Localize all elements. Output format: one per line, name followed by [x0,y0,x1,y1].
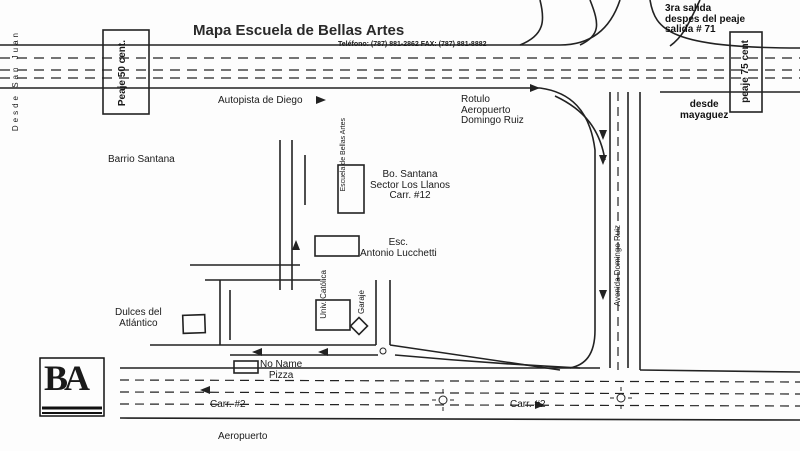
no-name-pizza-label: No Name Pizza [260,359,303,381]
exit-note: 3ra salida despes del peaje salida # 71 [665,3,746,36]
arrow-street-up [292,240,300,250]
highway-top-edge-right [649,0,800,49]
arrow-highway [316,96,326,104]
street-diagonal-to-carr2 [394,354,581,369]
exit-ramp-outer [539,87,596,369]
pizza-line-1: No Name [260,359,303,370]
pizza-line-2: Pizza [268,369,294,381]
carr2-top-edge-right [639,369,800,373]
building-univ [315,299,351,331]
arrow-pizza-street [252,348,262,356]
dulces-line-1: Dulces del [115,307,162,318]
toll-right-label: peaje 75 cent [740,40,751,103]
dulces-line-2: Atlántico [119,317,158,329]
logo-letters: BA [44,358,90,398]
antonio-line: Antonio Lucchetti [360,247,437,259]
aeropuerto-bottom-label: Aeropuerto [218,431,268,442]
carr2-label-left: Carr. #2 [210,399,246,410]
catolica-word: Católica [319,270,328,299]
rotulo-line-3: Domingo Ruiz [461,115,524,126]
exit-note-line-2: despes del peaje [665,13,746,25]
barrio-santana-label: Barrio Santana [108,154,175,165]
bo-santana-label: Bo. Santana Sector Los Llanos Carr. #12 [370,169,451,202]
carr2-lane-dash-3 [119,403,800,407]
highway-top-edge [0,0,621,46]
left-edge-label: Desde San Juan [11,30,20,132]
building-garaje [349,316,369,336]
univ-word: Univ. [319,301,328,319]
exit-note-line-1: 3ra salida [665,3,712,14]
toll-left-box [102,29,150,115]
bo-santana-line-3: Carr. #12 [389,190,431,201]
rotulo-line-1: Rotulo [461,94,490,105]
carr2-label-right: Carr. #2 [510,399,546,410]
desde-mayaguez: desde mayaguez [680,99,729,121]
arrow-exit-down-2 [599,155,607,165]
exit-ramp-inner [554,95,606,161]
toll-right-box [729,31,763,113]
traffic-signal-2 [616,393,626,403]
exit-note-line-3: salida # 71 [665,24,716,35]
signal-rays-1 [432,389,454,411]
rotulo-line-2: Aeropuerto [461,104,511,116]
carr2-bottom-edge [119,417,800,421]
avenida-label: Avenida Domingo Ruiz [613,225,622,307]
traffic-signal-1 [438,395,448,405]
arrow-pizza-street-2 [318,348,328,356]
bo-santana-line-2: Sector Los Llanos [370,179,451,191]
traffic-signal-3 [379,347,387,355]
esc-antonio-label: Esc. Antonio Lucchetti [360,237,437,259]
garaje-label: Garaje [357,290,366,315]
escuela-bellas-artes-label: Escuela de Bellas Artes [340,118,347,192]
building-pizza [233,360,259,374]
signal-rays-2 [610,387,632,409]
univ-catolica-label: Univ. Católica [319,270,328,319]
mayaguez-line: mayaguez [680,109,729,121]
desde-line: desde [689,99,719,110]
building-dulces [181,313,207,335]
ramp-top-right-2 [669,0,701,47]
arrow-carr2-right [535,401,545,409]
rotulo-label: Rotulo Aeropuerto Domingo Ruiz [461,94,524,127]
ramp-top-right-1 [579,0,598,46]
highway-label: Autopista de Diego [218,95,303,106]
arrow-highway-2 [530,84,540,92]
carr2-lane-dash-1 [119,379,800,383]
arrow-exit-down-1 [599,130,607,140]
dulces-label: Dulces del Atlántico [115,307,162,329]
carr2-lane-dash-2 [119,391,800,395]
map-title: Mapa Escuela de Bellas Artes [193,22,405,39]
ramp-top-right-3 [519,0,544,46]
building-antonio [314,235,360,257]
arrow-carr2-left [200,386,210,394]
building-escuela [337,164,365,214]
esc-line: Esc. [388,237,409,248]
phone-info: Teléfono: (787) 881-2862 FAX: (787) 881-… [338,41,487,48]
arrow-exit-down-3 [599,290,607,300]
bo-santana-line-1: Bo. Santana [382,169,438,180]
toll-left-label: Peaje 50 cent. [117,40,128,107]
logo-ba [39,357,105,417]
